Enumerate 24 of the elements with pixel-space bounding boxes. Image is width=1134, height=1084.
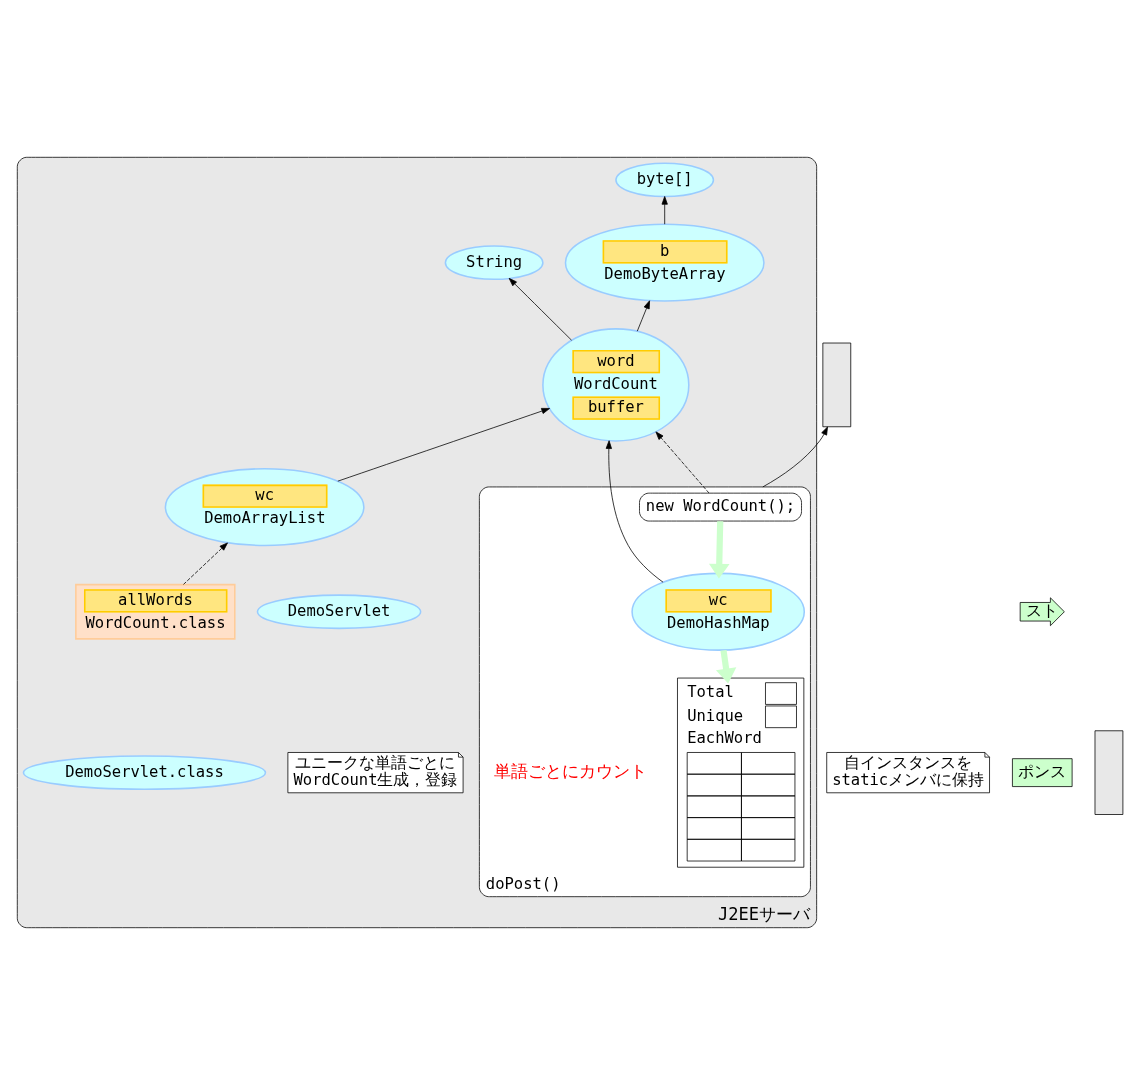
node-box [1094,729,1124,815]
arrow [708,520,730,579]
node-ellipse: b DemoByteArray [564,223,765,302]
node-ellipse: byte[] [615,162,715,197]
node-ellipse: wc DemoHashMap [631,572,806,651]
arrow [337,407,550,482]
node-ellipse: wc DemoArrayList [164,467,365,546]
arrow [762,426,828,487]
arrow [715,649,737,683]
arrow [605,439,664,583]
node-box: allWords WordCount.class [75,583,236,640]
arrow [508,277,572,341]
arrow [636,299,650,332]
arrow [655,430,710,493]
node-box: Total Unique EachWord [677,677,805,868]
node-box: new WordCount(); [639,492,802,521]
arrow [183,542,228,585]
node-box: ポンス [1012,757,1073,787]
node-ellipse: DemoServlet.class [22,754,267,790]
node-box [822,342,852,427]
node-ellipse: DemoServlet [256,593,422,629]
node-ellipse: String [444,244,544,280]
arrow [661,195,668,225]
label: 単語ごとにカウント [493,760,647,781]
